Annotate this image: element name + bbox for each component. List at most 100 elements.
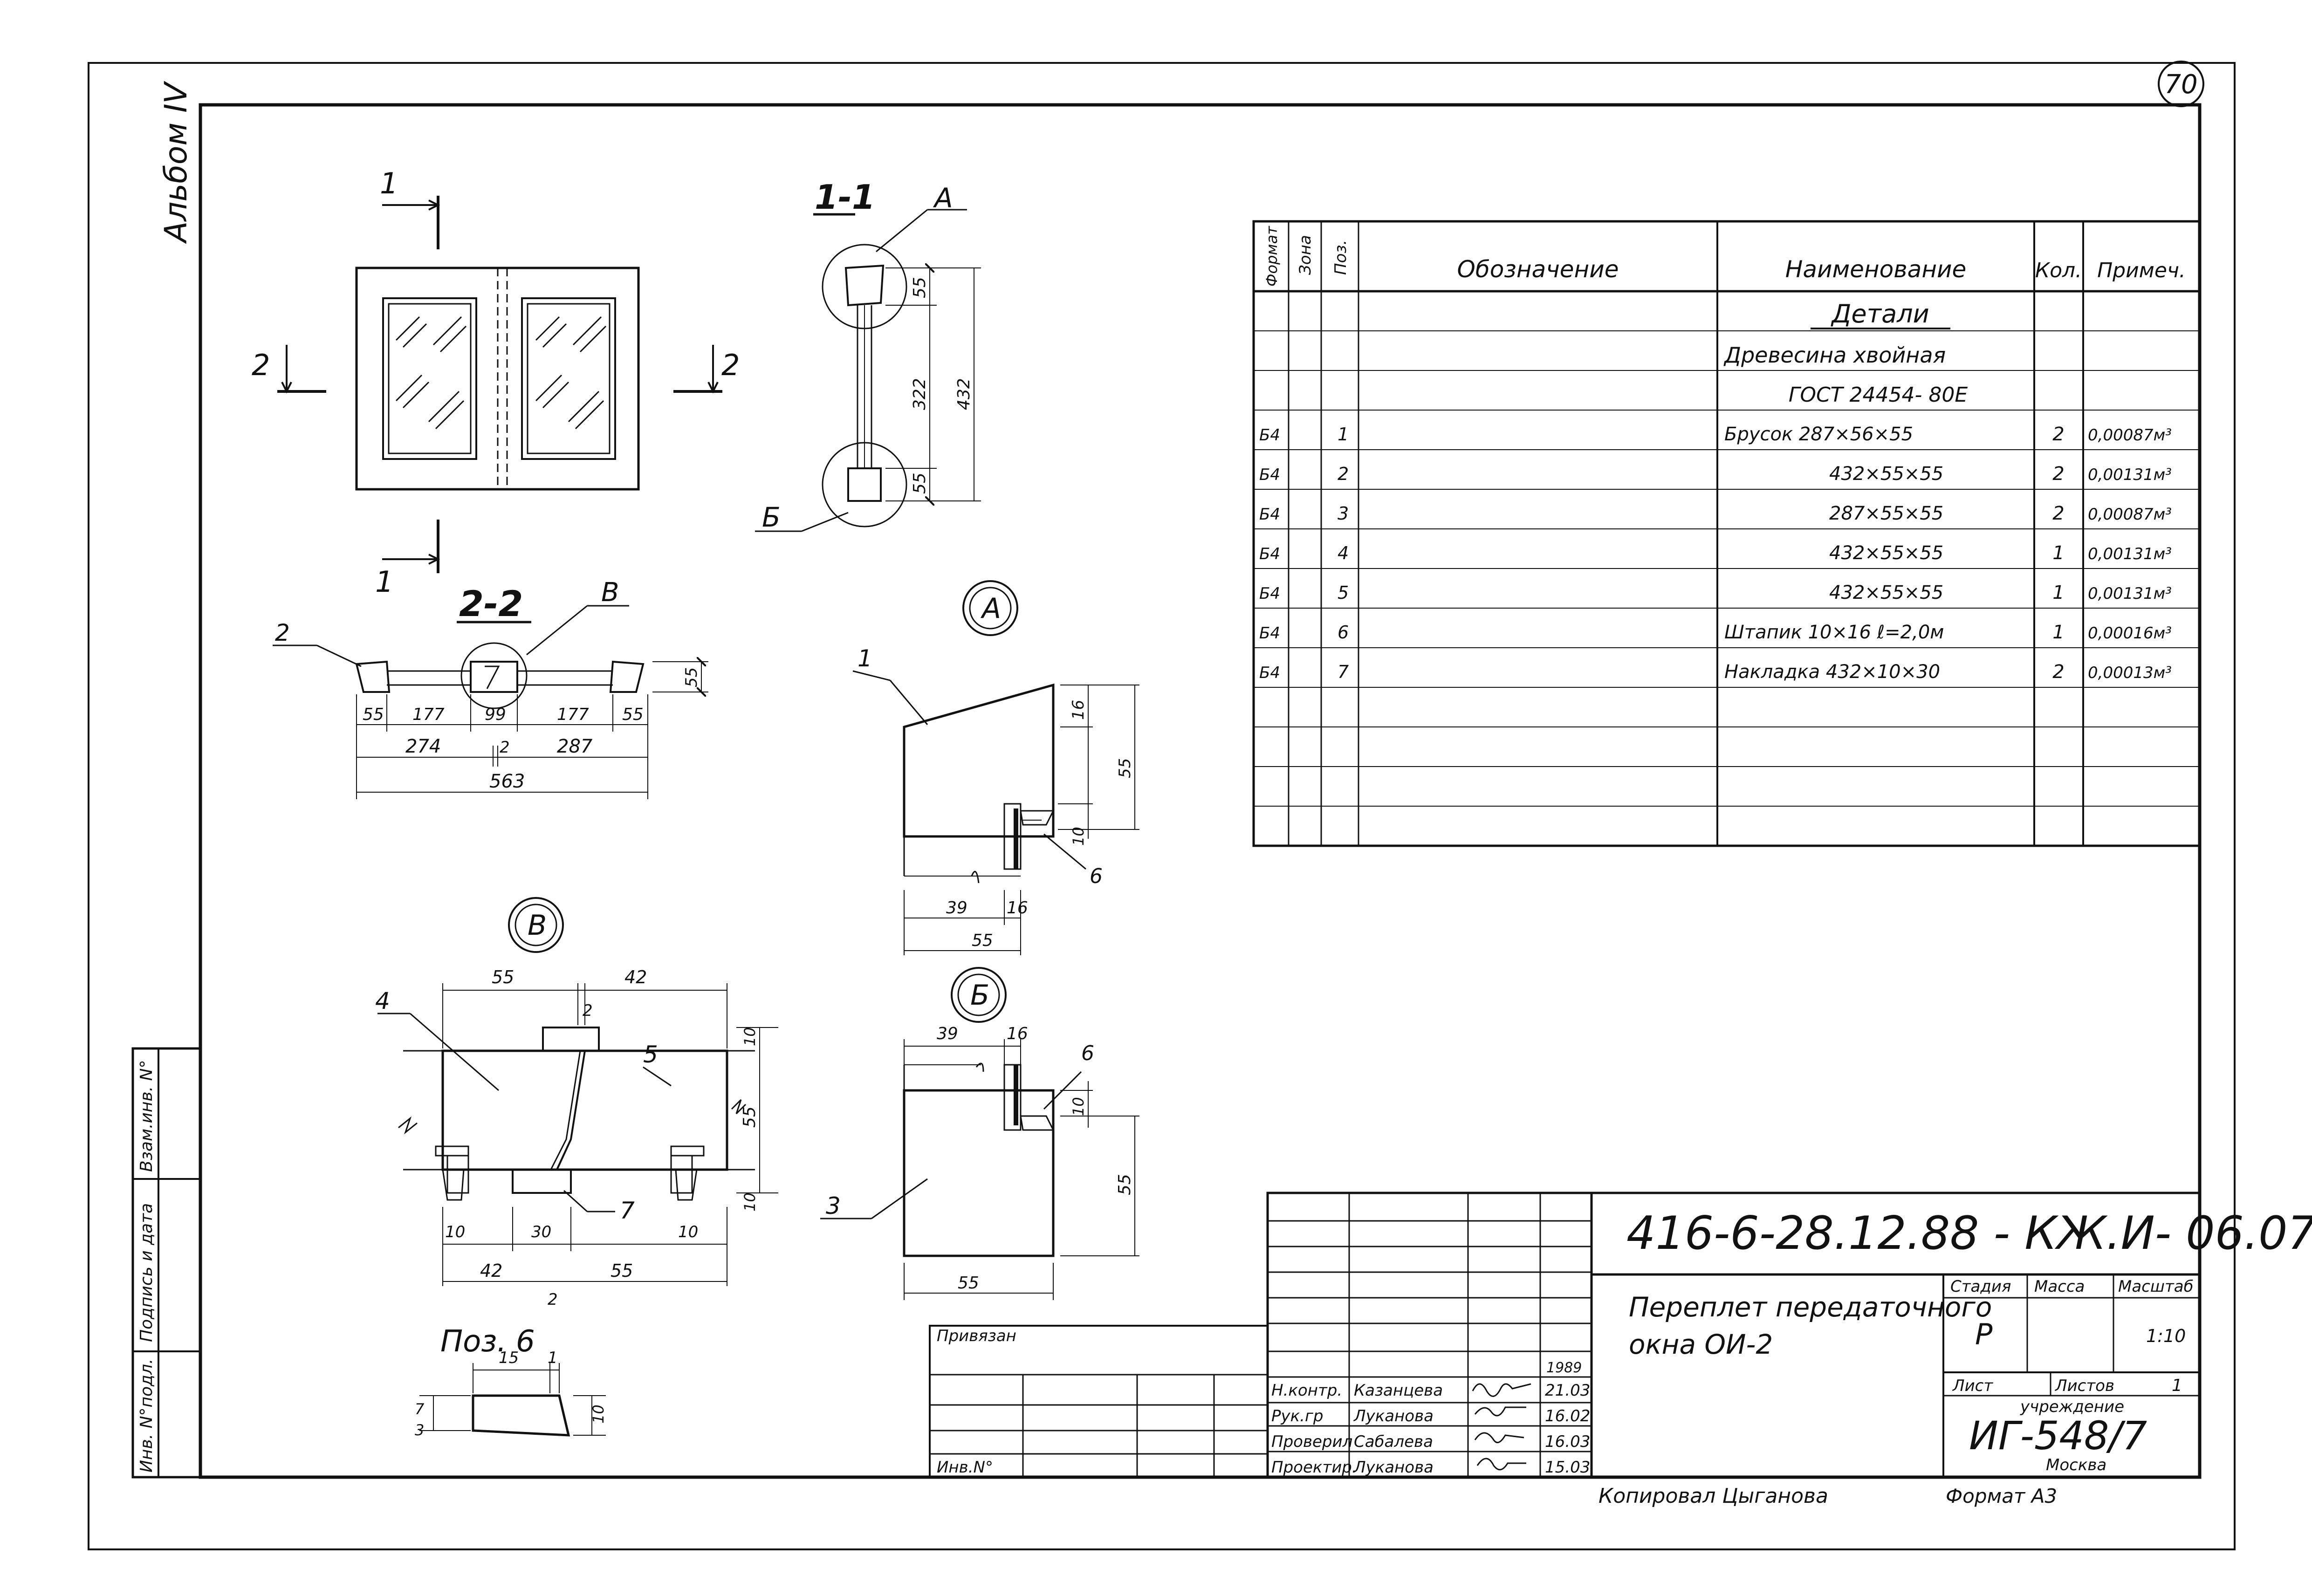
dim-v-2b: 2 xyxy=(548,1290,558,1309)
dim-pos6-1: 1 xyxy=(548,1349,558,1367)
dim-2-2-total: 563 xyxy=(489,771,525,792)
node-a-title: А xyxy=(980,592,1001,625)
section-1-1-title: 1-1 xyxy=(815,178,875,217)
header-pos: Поз. xyxy=(1331,240,1350,275)
spec-row-pos: 5 xyxy=(1338,582,1349,603)
node-v-title: В xyxy=(528,909,547,942)
spec-row-pos: 7 xyxy=(1338,662,1349,682)
header-note: Примеч. xyxy=(2097,259,2186,282)
dim-2-2-e: 55 xyxy=(622,705,644,724)
spec-row-format: Б4 xyxy=(1259,466,1280,484)
spec-row-pos: 2 xyxy=(1338,464,1349,484)
node-v-pos-4: 4 xyxy=(375,987,390,1014)
dim-v-42: 42 xyxy=(624,967,647,987)
dim-a-39: 39 xyxy=(946,898,967,918)
spec-table-grid xyxy=(1252,220,2201,847)
section-2-2 xyxy=(273,605,708,799)
spec-row-note: 0,00087м³ xyxy=(2088,426,2172,445)
org-code: ИГ-548/7 xyxy=(1969,1413,2147,1459)
header-qty: Кол. xyxy=(2035,259,2082,282)
person-name: Луканова xyxy=(1353,1458,1434,1477)
spec-row-qty: 2 xyxy=(2052,424,2064,445)
pos6-detail xyxy=(419,1363,606,1437)
section-2-2-title: 2-2 xyxy=(459,583,523,624)
dim-a-16: 16 xyxy=(1069,700,1088,720)
spec-row-qty: 2 xyxy=(2052,503,2064,524)
person-date: 21.03 xyxy=(1545,1381,1590,1400)
person-role: Рук.гр xyxy=(1271,1407,1323,1425)
spec-row-name: Накладка 432×10×30 xyxy=(1724,661,1940,683)
spec-row-note: 0,00131м³ xyxy=(2088,466,2172,484)
header-designation: Обозначение xyxy=(1457,256,1619,283)
spec-row-note: 0,00016м³ xyxy=(2088,624,2172,643)
dim-2-2-b: 177 xyxy=(412,705,445,724)
section-1-1-node-b: Б xyxy=(762,501,781,533)
cut-label-bottom: 1 xyxy=(375,565,393,599)
dim-1-1-top: 55 xyxy=(910,277,929,298)
section-title: Детали xyxy=(1831,299,1929,329)
spec-row-qty: 2 xyxy=(2052,661,2064,683)
cut-label-right: 2 xyxy=(721,348,740,382)
person-name: Луканова xyxy=(1353,1407,1434,1425)
header-zone: Зона xyxy=(1296,235,1315,275)
title-line-2: окна ОИ-2 xyxy=(1629,1329,1773,1360)
section-2-2-node-v: В xyxy=(601,577,619,608)
node-a xyxy=(852,580,1139,955)
spec-row-format: Б4 xyxy=(1259,624,1280,643)
outer-border xyxy=(88,62,2236,1550)
dim-v-10c: 10 xyxy=(445,1223,465,1241)
node-v-pos-5: 5 xyxy=(643,1041,658,1068)
dim-1-1-bottom: 55 xyxy=(910,473,929,494)
spec-row-format: Б4 xyxy=(1259,664,1280,682)
dim-2-2-h: 287 xyxy=(557,736,593,757)
spec-row-qty: 1 xyxy=(2052,582,2064,603)
dim-v-55b: 55 xyxy=(740,1106,759,1128)
node-a-pos-6: 6 xyxy=(1090,864,1103,888)
node-b-pos-3: 3 xyxy=(826,1192,841,1219)
node-a-pos-1: 1 xyxy=(858,645,872,672)
dim-2-2-c: 99 xyxy=(485,705,506,724)
dim-v-2: 2 xyxy=(583,1001,593,1020)
dim-a-16b: 16 xyxy=(1007,898,1028,918)
spec-row-format: Б4 xyxy=(1259,584,1280,603)
node-v-pos-7: 7 xyxy=(620,1197,635,1224)
dim-b-55: 55 xyxy=(1115,1174,1134,1195)
spec-row-qty: 1 xyxy=(2052,542,2064,564)
album-label: Альбом IV xyxy=(158,81,194,244)
dim-a-55b: 55 xyxy=(972,931,993,950)
sheet-number: 70 xyxy=(2164,69,2197,100)
spec-row-name: 432×55×55 xyxy=(1829,463,1943,485)
node-v xyxy=(377,897,778,1286)
inv-label: Инв.N° xyxy=(937,1458,993,1477)
org-label: учреждение xyxy=(2020,1397,2124,1416)
title-block-grid xyxy=(929,1192,2201,1479)
dim-1-1-total: 432 xyxy=(954,378,974,410)
spec-row-pos: 6 xyxy=(1338,622,1349,643)
cut-label-left: 2 xyxy=(252,348,270,382)
dim-1-1-mid: 322 xyxy=(910,378,929,410)
dim-2-2-a: 55 xyxy=(363,705,384,724)
node-b xyxy=(820,967,1139,1300)
person-role: Проектир. xyxy=(1271,1458,1357,1477)
section-1-1-node-a: А xyxy=(933,182,953,214)
dim-v-55: 55 xyxy=(492,967,514,987)
sheets-value: 1 xyxy=(2172,1376,2182,1395)
year: 1989 xyxy=(1546,1360,1582,1376)
spec-row-note: 0,00131м³ xyxy=(2088,545,2172,563)
sheet-label: Лист xyxy=(1952,1377,1993,1395)
person-role: Н.контр. xyxy=(1271,1381,1342,1400)
person-name: Сабалева xyxy=(1354,1432,1433,1451)
person-date: 16.02 xyxy=(1545,1407,1590,1425)
document-code: 416-6-28.12.88 - КЖ.И- 06.07 xyxy=(1626,1207,2312,1260)
scale-header: Масштаб xyxy=(2118,1277,2194,1296)
header-name: Наименование xyxy=(1785,256,1967,283)
stage-header: Стадия xyxy=(1950,1277,2011,1296)
dim-v-42b: 42 xyxy=(480,1260,502,1281)
side-label-signature: Подпись и дата xyxy=(137,1203,156,1342)
person-date: 15.03 xyxy=(1545,1458,1590,1477)
dim-v-30: 30 xyxy=(531,1223,551,1241)
dim-2-2-f: 274 xyxy=(405,736,441,757)
node-b-pos-6: 6 xyxy=(1081,1041,1094,1065)
dim-b-16: 16 xyxy=(1007,1024,1028,1043)
